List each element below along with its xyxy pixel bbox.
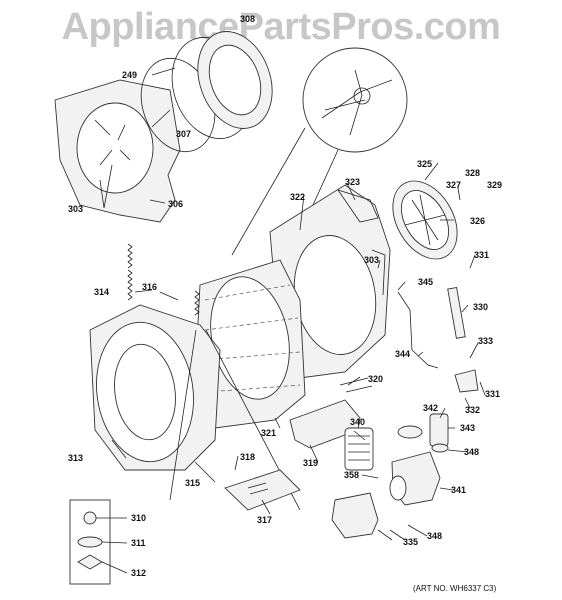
callout-327: 327 — [446, 180, 461, 190]
callout-358: 358 — [344, 470, 359, 480]
callout-317: 317 — [257, 515, 272, 525]
callout-322: 322 — [290, 192, 305, 202]
callout-341: 341 — [451, 485, 466, 495]
callout-329: 329 — [487, 180, 502, 190]
callout-307: 307 — [176, 129, 191, 139]
callout-344: 344 — [395, 349, 410, 359]
callout-335: 335 — [403, 537, 418, 547]
callout-labels: 308 249 307 303 306 322 323 325 327 328 … — [68, 14, 502, 578]
watermark: AppliancePartsPros.com — [61, 6, 501, 48]
callout-345: 345 — [418, 277, 433, 287]
callout-306: 306 — [168, 199, 183, 209]
callout-331b: 331 — [485, 389, 500, 399]
gasket-ring-parts — [140, 31, 273, 153]
callout-340: 340 — [350, 417, 365, 427]
detergent-drawer-part — [224, 469, 301, 511]
callout-330: 330 — [473, 302, 488, 312]
callout-331a: 331 — [474, 250, 489, 260]
callout-315: 315 — [185, 478, 200, 488]
drive-pulley-part — [392, 180, 458, 260]
shock-absorber-part — [371, 249, 479, 393]
callout-310: 310 — [131, 513, 146, 523]
tub-front-shell-part — [54, 79, 181, 223]
callout-320: 320 — [368, 374, 383, 384]
drain-pump-parts — [331, 413, 449, 541]
callout-318: 318 — [240, 452, 255, 462]
callout-333: 333 — [478, 336, 493, 346]
leader-lines — [96, 67, 486, 574]
callout-313: 313 — [68, 453, 83, 463]
callout-348a: 348 — [464, 447, 479, 457]
callout-332: 332 — [465, 405, 480, 415]
callout-342: 342 — [423, 403, 438, 413]
callout-319: 319 — [303, 458, 318, 468]
callout-303a: 303 — [68, 204, 83, 214]
callout-249: 249 — [122, 70, 137, 80]
callout-316: 316 — [142, 282, 157, 292]
callout-323: 323 — [345, 177, 360, 187]
callout-312: 312 — [131, 568, 146, 578]
callout-326: 326 — [470, 216, 485, 226]
callout-348b: 348 — [427, 531, 442, 541]
inner-basket-part — [194, 259, 306, 429]
callout-321: 321 — [261, 428, 276, 438]
callout-328: 328 — [465, 168, 480, 178]
art-number: (ART NO. WH6337 C3) — [413, 584, 497, 593]
callout-308: 308 — [240, 14, 255, 24]
callout-325: 325 — [417, 159, 432, 169]
callout-311: 311 — [131, 538, 146, 548]
tub-front-section-part — [89, 304, 221, 471]
magnified-detail-circle — [231, 47, 408, 261]
callout-343: 343 — [460, 423, 475, 433]
callout-314: 314 — [94, 287, 109, 297]
callout-303b: 303 — [364, 255, 379, 265]
